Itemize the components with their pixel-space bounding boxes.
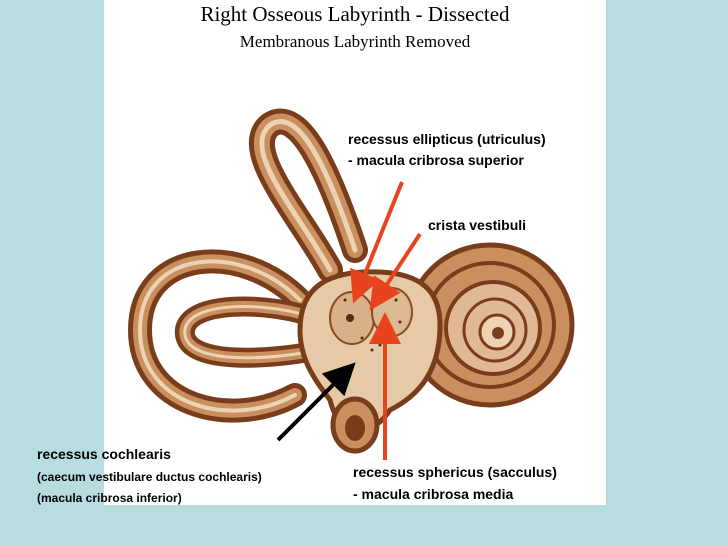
arrow-crista — [369, 232, 422, 311]
label-sacculus-line2: - macula cribrosa media — [353, 486, 514, 502]
cochlea — [405, 242, 575, 408]
round-window — [330, 396, 380, 454]
lateral-canal — [174, 296, 330, 368]
arrow-cochlearis — [276, 362, 356, 442]
label-cochlearis-line3: (macula cribrosa inferior) — [37, 491, 182, 505]
label-crista: crista vestibuli — [428, 217, 527, 233]
label-utriculus-line1: recessus ellipticus (utriculus) — [348, 131, 546, 147]
label-cochlearis-line1: recessus cochlearis — [37, 446, 171, 462]
diagram-subtitle: Membranous Labyrinth Removed — [239, 32, 471, 51]
posterior-canal — [127, 249, 312, 423]
label-utriculus-line2: - macula cribrosa superior — [348, 152, 524, 168]
arrow-utriculus — [350, 181, 404, 304]
label-sacculus-line1: recessus sphericus (sacculus) — [353, 464, 557, 480]
diagram-title: Right Osseous Labyrinth - Dissected — [200, 2, 510, 26]
label-cochlearis-line2: (caecum vestibulare ductus cochlearis) — [37, 470, 262, 484]
superior-canal — [248, 108, 368, 283]
